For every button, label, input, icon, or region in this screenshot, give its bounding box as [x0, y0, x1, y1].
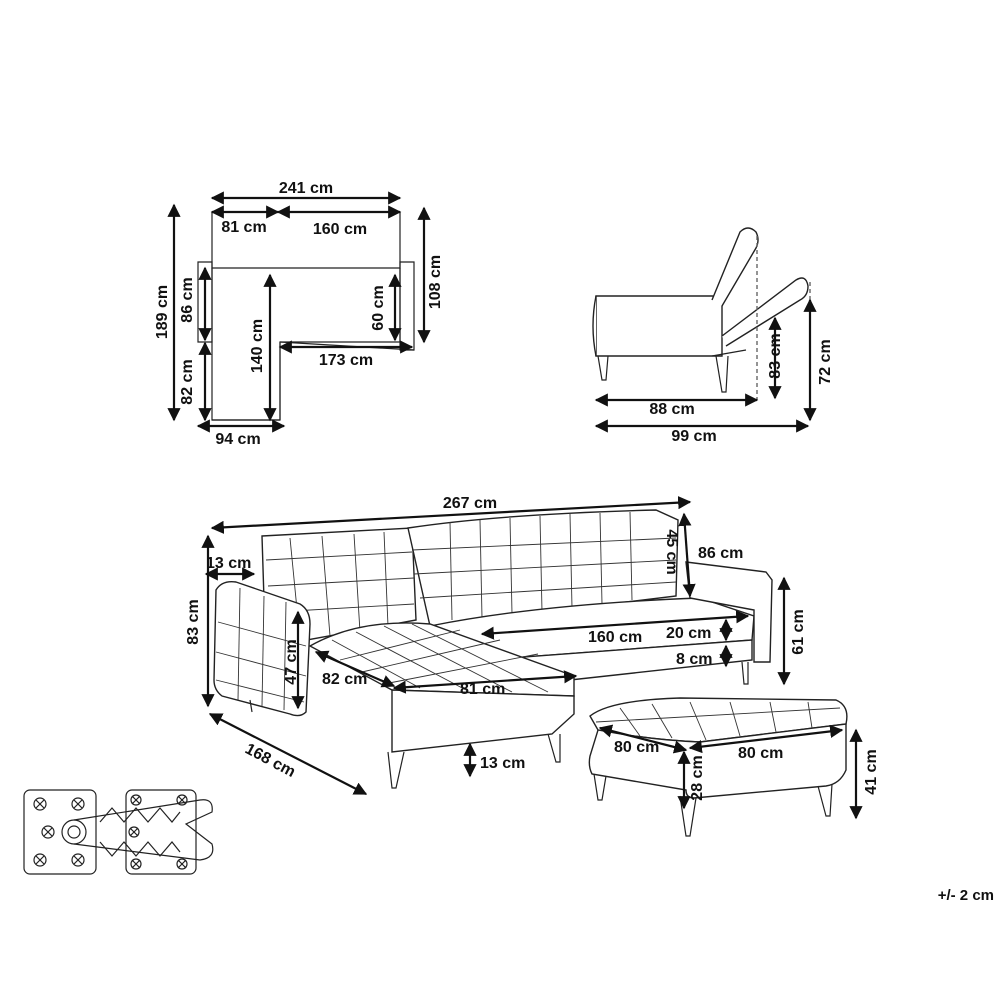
ottoman-depth-label: 80 cm [614, 739, 659, 756]
side-recline-height-label: 83 cm [767, 333, 784, 378]
top-bottom-width-label: 94 cm [215, 431, 260, 448]
main-seat-thickness-label: 20 cm [666, 625, 711, 642]
tolerance-note: +/- 2 cm [938, 887, 994, 904]
main-leg-height-label: 13 cm [480, 755, 525, 772]
main-back-height-label: 45 cm [663, 529, 680, 574]
top-view: 241 cm 81 cm 160 cm 189 cm 86 cm 82 cm 1… [154, 180, 444, 448]
main-sofa-view: 267 cm 45 cm 86 cm 13 cm 83 cm 47 cm 82 … [185, 495, 807, 795]
side-depth-label: 88 cm [649, 401, 694, 418]
mechanism-icon [23, 789, 214, 875]
ottoman-cushion-height-label: 28 cm [689, 755, 706, 800]
ottoman-height-label: 41 cm [863, 749, 880, 794]
main-height-label: 83 cm [185, 599, 202, 644]
top-seat-depth-label: 60 cm [370, 285, 387, 330]
main-chaise-width-label: 81 cm [460, 681, 505, 698]
main-chaise-depth-label: 82 cm [322, 671, 367, 688]
top-sofa-width-label: 160 cm [313, 221, 367, 238]
main-total-width-label: 267 cm [443, 495, 497, 512]
top-chaise-length-label: 140 cm [249, 319, 266, 373]
main-arm-width-label: 13 cm [206, 555, 251, 572]
top-seat-length-label: 173 cm [319, 352, 373, 369]
main-right-arm [685, 561, 773, 663]
side-view: 83 cm 72 cm 88 cm 99 cm [592, 227, 834, 445]
main-seat-gap-label: 8 cm [676, 651, 712, 668]
top-back-depth-label: 86 cm [179, 277, 196, 322]
ottoman-width-label: 80 cm [738, 745, 783, 762]
top-view-left-arm [197, 261, 213, 343]
main-arm-depth-label: 86 cm [698, 545, 743, 562]
main-length-label: 168 cm [242, 741, 298, 781]
top-chaise-width-label: 81 cm [221, 219, 266, 236]
side-bed-length-label: 99 cm [671, 428, 716, 445]
ottoman-view: 80 cm 80 cm 28 cm 41 cm [588, 697, 880, 837]
top-total-width-label: 241 cm [279, 180, 333, 197]
top-view-right-arm [399, 261, 415, 351]
side-bed-height-label: 72 cm [817, 339, 834, 384]
top-total-length-label: 189 cm [154, 285, 171, 339]
main-chaise-front [391, 689, 575, 753]
main-seat-width-label: 160 cm [588, 629, 642, 646]
top-chaise-extra-label: 82 cm [179, 359, 196, 404]
top-side-depth-label: 108 cm [427, 255, 444, 309]
main-arm-height-label: 47 cm [283, 639, 300, 684]
main-arm-total-height-label: 61 cm [790, 609, 807, 654]
